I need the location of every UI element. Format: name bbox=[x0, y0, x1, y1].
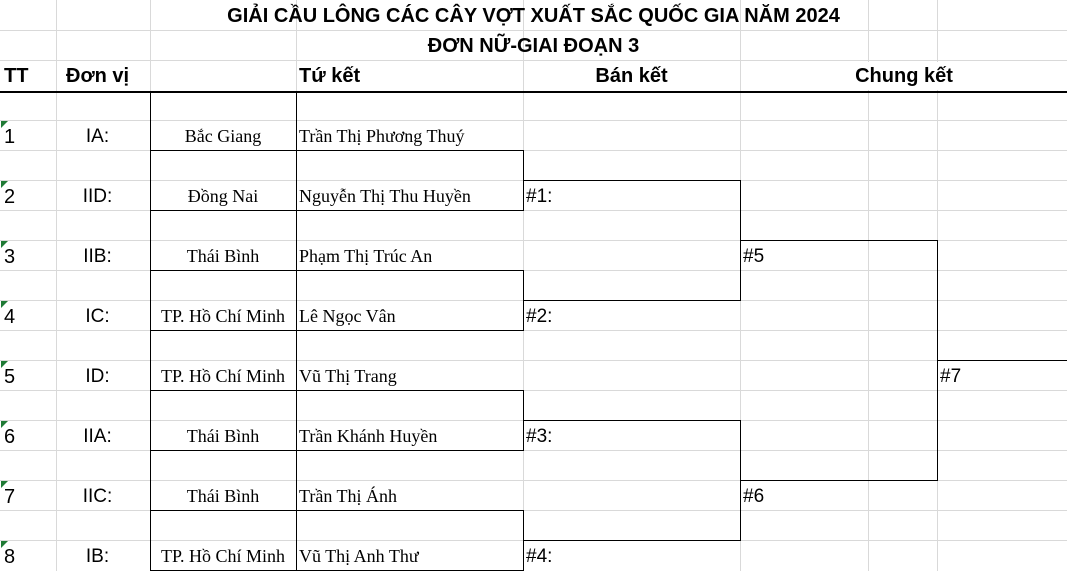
row-number[interactable]: 3 bbox=[4, 246, 16, 268]
header-tt: TT bbox=[4, 62, 29, 90]
cell-border bbox=[150, 450, 296, 451]
bracket-line bbox=[296, 450, 523, 451]
row-number[interactable]: 7 bbox=[4, 486, 16, 508]
bracket-line bbox=[296, 330, 523, 331]
comment-indicator-icon bbox=[1, 361, 8, 368]
gridline bbox=[0, 240, 1067, 241]
bracket-line bbox=[523, 420, 740, 421]
row-number[interactable]: 4 bbox=[4, 306, 16, 328]
player-name[interactable]: Trần Khánh Huyền bbox=[299, 426, 438, 446]
row-number[interactable]: 6 bbox=[4, 426, 16, 448]
gridline bbox=[0, 330, 1067, 331]
header-ban-ket: Bán kết bbox=[524, 62, 739, 90]
bracket-line bbox=[523, 180, 740, 181]
comment-indicator-icon bbox=[1, 121, 8, 128]
group-code[interactable]: IB: bbox=[85, 546, 110, 567]
province[interactable]: Thái Bình bbox=[186, 486, 260, 506]
province[interactable]: Đồng Nai bbox=[187, 186, 259, 206]
cell-border bbox=[150, 390, 296, 391]
bracket-line bbox=[296, 510, 523, 511]
bracket-line bbox=[740, 480, 937, 481]
province[interactable]: TP. Hồ Chí Minh bbox=[160, 546, 286, 566]
header-underline bbox=[0, 91, 1067, 93]
gridline bbox=[0, 390, 1067, 391]
gridline bbox=[868, 0, 869, 571]
header-don-vi: Đơn vị bbox=[66, 62, 130, 90]
province-column-border bbox=[150, 91, 151, 571]
title-line-1: GIẢI CẦU LÔNG CÁC CÂY VỢT XUẤT SẮC QUỐC … bbox=[227, 5, 840, 27]
bracket-line bbox=[740, 240, 937, 241]
gridline bbox=[0, 150, 1067, 151]
bracket-line bbox=[523, 300, 740, 301]
match-label[interactable]: #1: bbox=[526, 186, 553, 207]
player-name[interactable]: Lê Ngọc Vân bbox=[299, 306, 396, 326]
header-tu-ket: Tứ kết bbox=[299, 62, 361, 90]
player-name[interactable]: Vũ Thị Trang bbox=[299, 366, 397, 386]
group-code[interactable]: ID: bbox=[85, 366, 110, 387]
gridline bbox=[0, 510, 1067, 511]
comment-indicator-icon bbox=[1, 541, 8, 548]
bracket-line bbox=[296, 390, 523, 391]
row-number[interactable]: 2 bbox=[4, 186, 16, 208]
group-code[interactable]: IC: bbox=[85, 306, 110, 327]
cell-border bbox=[150, 210, 296, 211]
player-name[interactable]: Trần Thị Phương Thuý bbox=[299, 126, 465, 146]
cell-border bbox=[150, 510, 296, 511]
gridline bbox=[0, 120, 1067, 121]
gridline bbox=[0, 270, 1067, 271]
player-name[interactable]: Vũ Thị Anh Thư bbox=[299, 546, 419, 566]
group-code[interactable]: IA: bbox=[85, 126, 110, 147]
province[interactable]: TP. Hồ Chí Minh bbox=[160, 306, 286, 326]
gridline bbox=[0, 60, 1067, 61]
player-name[interactable]: Phạm Thị Trúc An bbox=[299, 246, 433, 266]
gridline bbox=[0, 480, 1067, 481]
match-label[interactable]: #6 bbox=[743, 486, 765, 507]
match-label[interactable]: #2: bbox=[526, 306, 553, 327]
bracket-line bbox=[523, 540, 740, 541]
group-code[interactable]: IID: bbox=[82, 186, 113, 207]
bracket-line bbox=[937, 360, 1067, 361]
gridline bbox=[56, 0, 57, 571]
row-number[interactable]: 5 bbox=[4, 366, 16, 388]
match-label[interactable]: #3: bbox=[526, 426, 553, 447]
gridline bbox=[0, 210, 1067, 211]
bracket-line bbox=[296, 150, 523, 151]
comment-indicator-icon bbox=[1, 481, 8, 488]
group-code[interactable]: IIA: bbox=[83, 426, 112, 447]
match-label[interactable]: #5 bbox=[743, 246, 765, 267]
cell-border bbox=[150, 330, 296, 331]
gridline bbox=[0, 30, 1067, 31]
comment-indicator-icon bbox=[1, 421, 8, 428]
player-name[interactable]: Nguyễn Thị Thu Huyền bbox=[299, 186, 471, 206]
comment-indicator-icon bbox=[1, 301, 8, 308]
bracket-line bbox=[296, 270, 523, 271]
cell-border bbox=[150, 270, 296, 271]
province[interactable]: Thái Bình bbox=[186, 426, 260, 446]
gridline bbox=[0, 450, 1067, 451]
group-code[interactable]: IIB: bbox=[83, 246, 112, 267]
province[interactable]: TP. Hồ Chí Minh bbox=[160, 366, 286, 386]
comment-indicator-icon bbox=[1, 241, 8, 248]
match-label[interactable]: #7 bbox=[940, 366, 962, 387]
province[interactable]: Bắc Giang bbox=[184, 126, 262, 146]
comment-indicator-icon bbox=[1, 181, 8, 188]
player-column-border bbox=[296, 91, 297, 571]
title-line-2: ĐƠN NỮ-GIAI ĐOẠN 3 bbox=[427, 35, 640, 57]
gridline bbox=[0, 360, 1067, 361]
province[interactable]: Thái Bình bbox=[186, 246, 260, 266]
match-label[interactable]: #4: bbox=[526, 546, 553, 567]
player-name[interactable]: Trần Thị Ánh bbox=[299, 486, 398, 506]
bracket-line bbox=[296, 210, 523, 211]
cell-border bbox=[150, 150, 296, 151]
row-number[interactable]: 1 bbox=[4, 126, 16, 148]
group-code[interactable]: IIC: bbox=[82, 486, 113, 507]
header-chung-ket: Chung kết bbox=[741, 62, 1067, 90]
row-number[interactable]: 8 bbox=[4, 546, 16, 568]
